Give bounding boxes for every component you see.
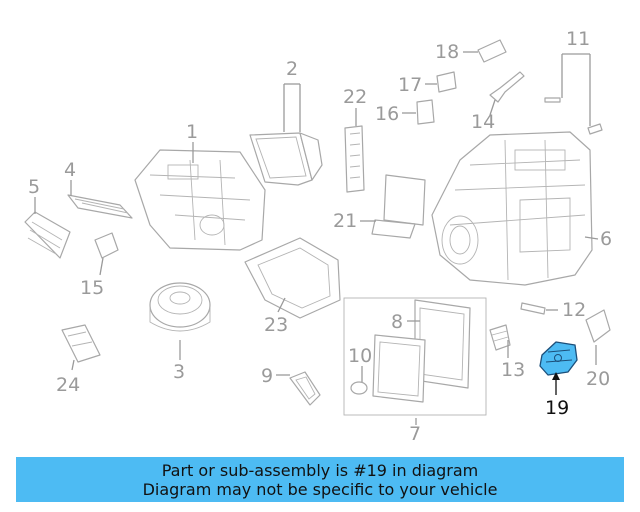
callout-22: 22 (343, 86, 367, 108)
part-17-actuator (436, 71, 457, 93)
parts-diagram: 1 2 3 4 5 6 (24, 28, 612, 445)
callout-11: 11 (566, 28, 590, 50)
callout-12: 12 (562, 299, 586, 321)
part-7-core-group (343, 297, 487, 416)
callout-7: 7 (409, 423, 421, 445)
info-banner: Part or sub-assembly is #19 in diagram D… (16, 457, 624, 502)
callout-16: 16 (375, 103, 399, 125)
part-16-actuator (416, 99, 435, 125)
callout-15: 15 (80, 277, 104, 299)
part-20-actuator (585, 309, 611, 343)
part-2-seal (249, 132, 323, 186)
callout-8: 8 (391, 311, 403, 333)
callout-4: 4 (64, 159, 76, 181)
part-13-duct (489, 324, 511, 351)
callout-2: 2 (286, 58, 298, 80)
part-15-resistor (94, 232, 119, 259)
part-18-actuator (477, 39, 507, 63)
banner-line-1: Part or sub-assembly is #19 in diagram (161, 461, 479, 480)
part-3-blower-motor (149, 282, 211, 332)
callout-5: 5 (28, 176, 40, 198)
part-22-evaporator (344, 125, 365, 193)
part-9-gasket (289, 371, 321, 406)
banner-line-2: Diagram may not be specific to your vehi… (142, 480, 498, 499)
callout-18: 18 (435, 41, 459, 63)
callout-19: 19 (545, 397, 569, 419)
callout-9: 9 (261, 365, 273, 387)
part-6-hvac-module (431, 131, 593, 286)
part-19-actuator (539, 341, 578, 376)
callout-14: 14 (471, 111, 495, 133)
callout-24: 24 (56, 374, 80, 396)
callout-20: 20 (586, 368, 610, 390)
callout-21: 21 (333, 210, 357, 232)
part-14-link (489, 71, 525, 103)
callout-10: 10 (348, 345, 372, 367)
part-21-module (371, 174, 426, 239)
callout-3: 3 (173, 361, 185, 383)
callout-6: 6 (600, 228, 612, 250)
callout-17: 17 (398, 74, 422, 96)
part-23-lower-housing (244, 237, 341, 319)
callout-13: 13 (501, 359, 525, 381)
part-12-sensor (520, 302, 546, 315)
part-4-cabin-filter (67, 194, 133, 219)
part-1-hvac-housing (134, 149, 266, 251)
part-5-filter-element (24, 211, 71, 259)
callout-1: 1 (186, 121, 198, 143)
part-11-hoses (544, 97, 603, 135)
callout-23: 23 (264, 314, 288, 336)
part-24-control-module (61, 324, 101, 363)
